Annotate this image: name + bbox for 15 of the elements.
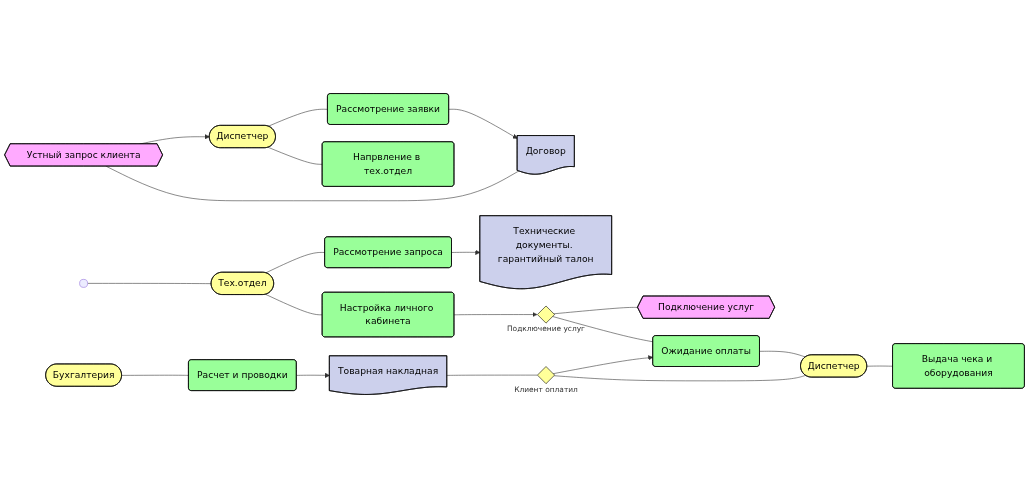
connector [268,108,328,127]
connector [265,252,326,274]
connector [759,350,806,358]
connector [866,365,894,367]
connector [106,166,519,202]
connector [265,294,323,316]
connector [121,374,189,376]
node-diamond [537,366,555,384]
connector [446,374,538,376]
connector [552,316,654,343]
node-diamond [537,305,555,324]
connector [553,375,806,382]
connector [87,283,212,284]
connector [268,147,323,165]
connector [553,307,639,315]
